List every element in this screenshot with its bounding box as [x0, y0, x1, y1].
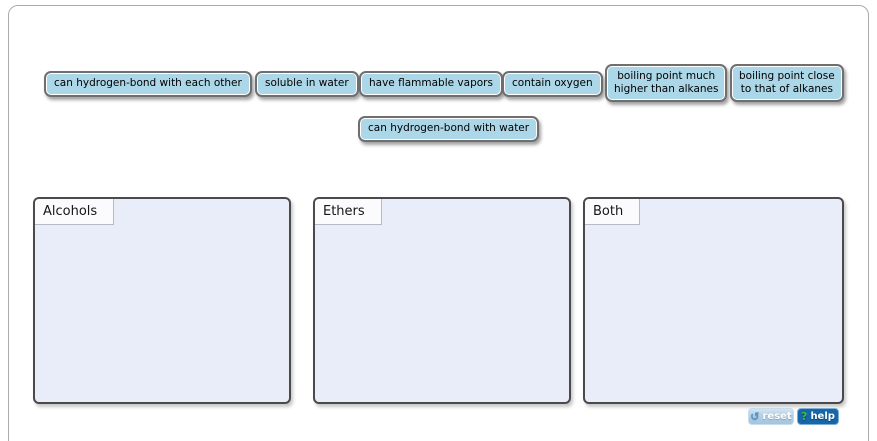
chip-boiling-point-close[interactable]: boiling point close to that of alkanes — [730, 64, 844, 102]
bin-label: Alcohols — [35, 199, 115, 225]
help-icon: ? — [801, 410, 808, 423]
chip-text-line: boiling point close — [739, 70, 835, 82]
bin-both[interactable]: Both — [583, 197, 844, 404]
bin-label: Ethers — [315, 199, 382, 225]
chip-contain-oxygen[interactable]: contain oxygen — [502, 71, 603, 97]
chip-hydrogen-bond-each-other[interactable]: can hydrogen-bond with each other — [44, 71, 252, 97]
chip-text-line: boiling point much — [617, 70, 716, 82]
chip-boiling-point-higher[interactable]: boiling point much higher than alkanes — [605, 64, 728, 102]
bin-label: Both — [585, 199, 641, 225]
reset-button[interactable]: ↺ reset — [748, 408, 794, 425]
chip-hydrogen-bond-water[interactable]: can hydrogen-bond with water — [358, 116, 540, 142]
bin-ethers[interactable]: Ethers — [313, 197, 571, 404]
help-button[interactable]: ? help — [797, 408, 839, 425]
chip-text-line: to that of alkanes — [740, 83, 833, 95]
chip-flammable-vapors[interactable]: have flammable vapors — [359, 71, 503, 97]
bin-alcohols[interactable]: Alcohols — [33, 197, 291, 404]
activity-frame — [8, 5, 869, 441]
help-button-label: help — [810, 411, 835, 422]
chip-text-line: higher than alkanes — [614, 83, 719, 95]
reset-button-label: reset — [762, 411, 792, 422]
chip-soluble-in-water[interactable]: soluble in water — [255, 71, 359, 97]
reset-icon: ↺ — [750, 410, 760, 423]
